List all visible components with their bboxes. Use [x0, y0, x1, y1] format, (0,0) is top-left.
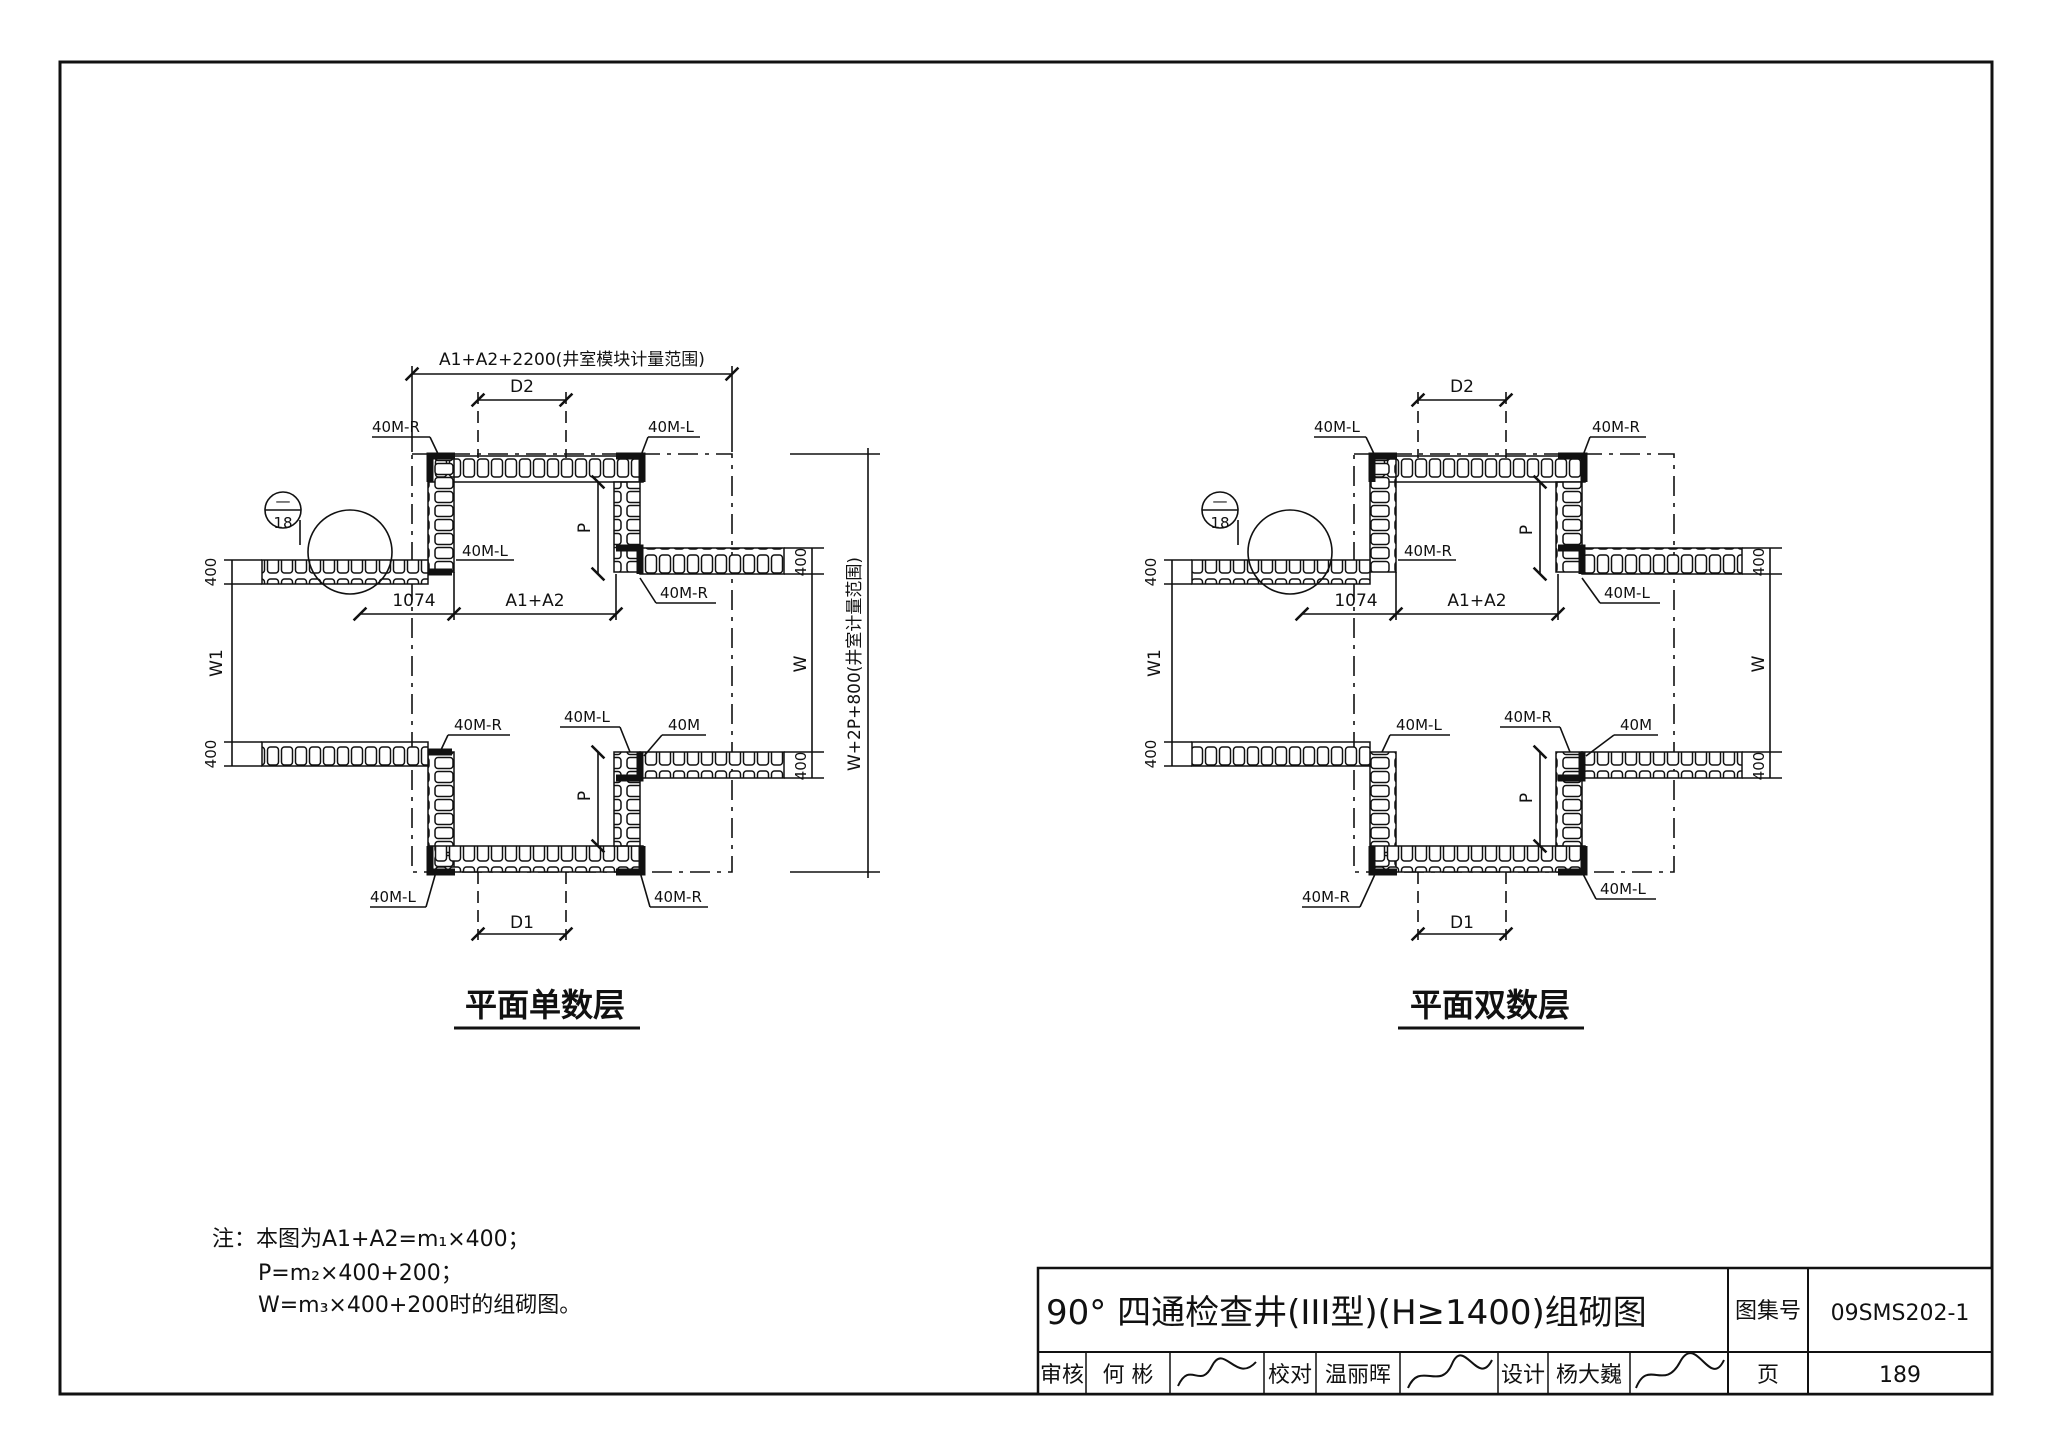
tag-bottom-right-inner-b-r: 40M: [1620, 716, 1652, 734]
review-label: 审核: [1040, 1363, 1084, 1388]
reviewer-name: 何 彬: [1103, 1363, 1154, 1388]
dim-400-right-top-r: 400: [1750, 548, 1768, 577]
tag-bottom-left-inner-r: 40M-L: [1396, 716, 1442, 734]
tag-bottom-right: 40M-R: [654, 888, 702, 906]
tag-bottom-right-inner-b: 40M: [668, 716, 700, 734]
note-line-1: 注：本图为A1+A2=m₁×400；: [212, 1227, 530, 1252]
tag-inner-right-r: 40M-L: [1604, 584, 1650, 602]
left-caption: 平面单数层: [465, 986, 625, 1024]
dim-p-top: P: [575, 523, 595, 533]
dim-total-right: W+2P+800(井室计量范围): [845, 557, 865, 771]
right-plan: D2 — 18 D1 1074 A1+A2 P: [1142, 377, 1782, 1030]
design-label: 设计: [1501, 1363, 1545, 1388]
dim-400-right-top: 400: [792, 548, 810, 577]
dim-400-left-bottom: 400: [202, 740, 220, 769]
tag-bottom-right-r: 40M-L: [1600, 880, 1646, 898]
title-block: 90° 四通检查井(III型)(H≥1400)组砌图 图集号 09SMS202-…: [1036, 1266, 1994, 1396]
page-label: 页: [1757, 1363, 1779, 1388]
check-label: 校对: [1268, 1363, 1312, 1388]
dim-400-left-top-r: 400: [1142, 558, 1160, 587]
dim-400-left-top: 400: [202, 558, 220, 587]
d2-label: D2: [510, 377, 534, 397]
tag-tl-r: 40M-L: [1314, 418, 1360, 436]
dim-w: W: [791, 655, 811, 672]
designer-name: 杨大巍: [1556, 1363, 1622, 1388]
note-line-2: P=m₂×400+200；: [258, 1261, 463, 1286]
tag-bottom-right-inner-a: 40M-L: [564, 708, 610, 726]
reviewer-signature: [1177, 1357, 1257, 1387]
d2-label-r: D2: [1450, 377, 1474, 397]
detail-ref-bottom: 18: [273, 514, 292, 532]
atlas-label: 图集号: [1735, 1299, 1801, 1324]
page-number: 189: [1879, 1363, 1921, 1388]
detail-ref-top-r: —: [1213, 492, 1228, 510]
checker-name: 温丽晖: [1325, 1363, 1391, 1388]
dim-p-top-r: P: [1517, 525, 1537, 535]
dim-p-bottom-r: P: [1517, 793, 1537, 803]
drawing-title: 90° 四通检查井(III型)(H≥1400)组砌图: [1046, 1293, 1647, 1333]
note-line-3: W=m₃×400+200时的组砌图。: [258, 1293, 581, 1318]
atlas-number: 09SMS202-1: [1831, 1301, 1970, 1326]
tag-bottom-left: 40M-L: [370, 888, 416, 906]
dim-1074-r: 1074: [1334, 591, 1377, 611]
tag-inner-left: 40M-L: [462, 542, 508, 560]
designer-signature: [1635, 1352, 1725, 1389]
tag-inner-left-r: 40M-R: [1404, 542, 1452, 560]
left-plan: A1+A2+2200(井室模块计量范围) D2: [202, 350, 880, 1030]
detail-ref-bottom-r: 18: [1210, 514, 1229, 532]
sheet-border: [58, 60, 1994, 1396]
tag-bottom-right-inner-a-r: 40M-R: [1504, 708, 1552, 726]
right-caption: 平面双数层: [1410, 986, 1570, 1024]
tag-tr: 40M-L: [648, 418, 694, 436]
dim-p-bottom: P: [575, 791, 595, 801]
checker-signature: [1407, 1354, 1493, 1389]
tag-tl: 40M-R: [372, 418, 420, 436]
detail-ref-top: —: [276, 492, 291, 510]
dim-w1: W1: [207, 649, 227, 677]
dim-a1-a2: A1+A2: [505, 591, 564, 611]
top-overall-dim: A1+A2+2200(井室模块计量范围): [439, 350, 705, 370]
tag-bottom-left-r: 40M-R: [1302, 888, 1350, 906]
d1-label: D1: [510, 913, 534, 933]
dim-400-left-bottom-r: 400: [1142, 740, 1160, 769]
dim-w1-r: W1: [1145, 649, 1165, 677]
notes: 注：本图为A1+A2=m₁×400； P=m₂×400+200； W=m₃×40…: [212, 1227, 581, 1318]
dim-a1-a2-r: A1+A2: [1447, 591, 1506, 611]
dim-400-right-bottom-r: 400: [1750, 752, 1768, 781]
tag-inner-right: 40M-R: [660, 584, 708, 602]
dim-w-r: W: [1749, 655, 1769, 672]
dim-1074: 1074: [392, 591, 435, 611]
d1-label-r: D1: [1450, 913, 1474, 933]
dim-400-right-bottom: 400: [792, 752, 810, 781]
tag-tr-r: 40M-R: [1592, 418, 1640, 436]
tag-bottom-left-inner: 40M-R: [454, 716, 502, 734]
